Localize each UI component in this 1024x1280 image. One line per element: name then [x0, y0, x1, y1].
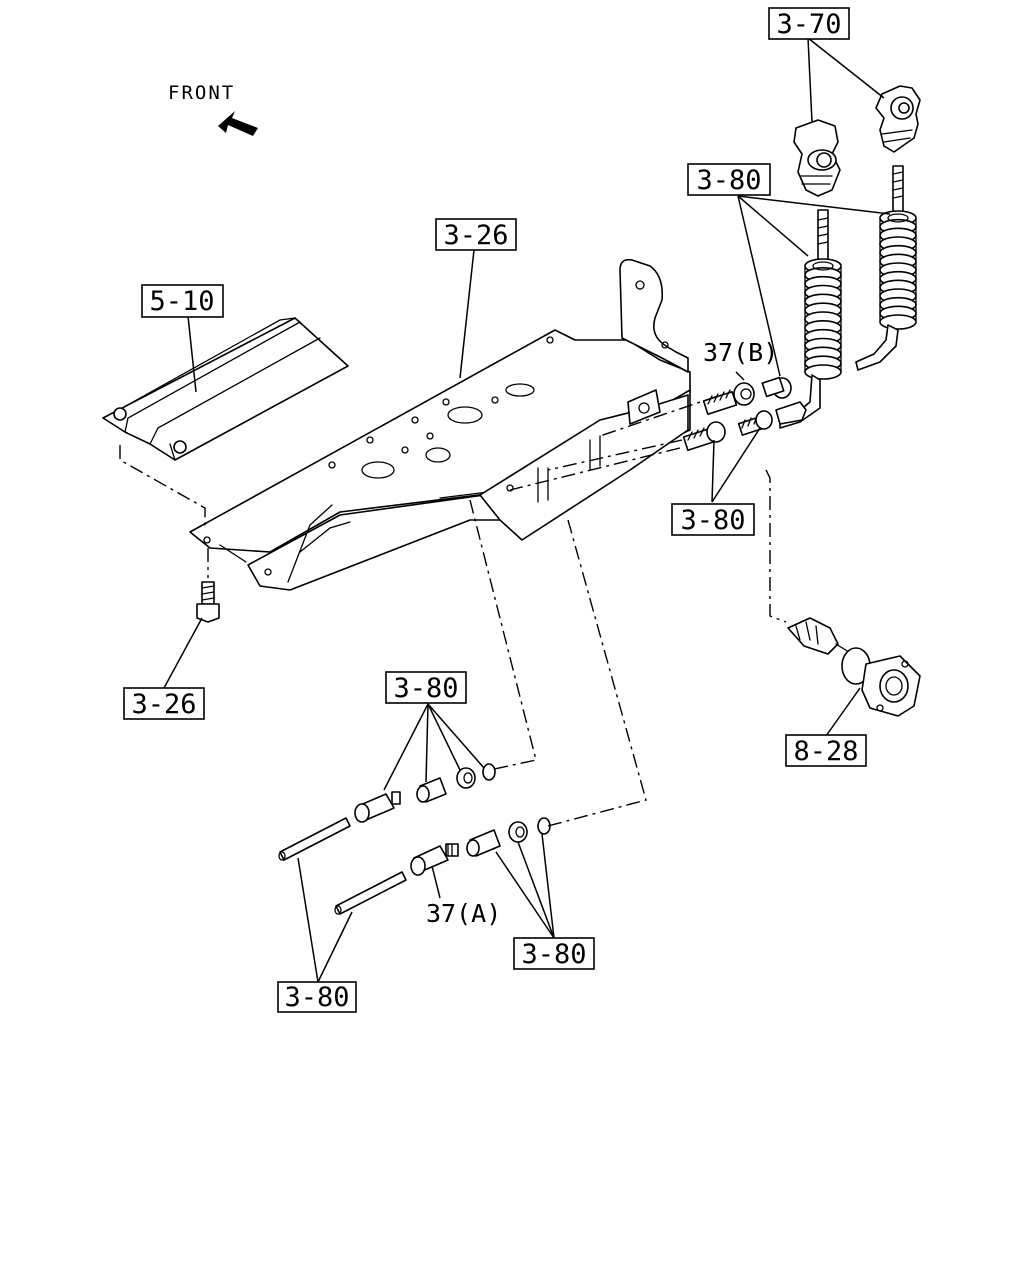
- part-label-37a: 37(A): [426, 899, 501, 928]
- front-label: FRONT: [168, 82, 235, 104]
- leader-lines: [163, 37, 891, 983]
- fitting-lower-set-b: [466, 817, 551, 857]
- pipe-lower: [334, 871, 407, 915]
- callout-8-28-text: 8-28: [793, 736, 858, 767]
- callout-3-26-top: 3-26: [435, 218, 517, 251]
- cover-channel: [102, 317, 349, 461]
- coiled-hose-left: [779, 209, 842, 429]
- bolt: [196, 581, 220, 623]
- callout-3-70: 3-70: [768, 7, 850, 40]
- callout-3-80-lower-a: 3-80: [385, 671, 467, 704]
- phantom-lines: [119, 395, 787, 827]
- callout-3-80-lower-b-text: 3-80: [521, 939, 586, 970]
- callout-3-70-text: 3-70: [776, 9, 841, 40]
- callout-3-26-top-text: 3-26: [443, 220, 508, 251]
- fitting-upper-small: [761, 376, 792, 399]
- callout-3-80-bottom: 3-80: [277, 981, 357, 1013]
- callout-3-26-bolt-text: 3-26: [131, 689, 196, 720]
- callout-8-28: 8-28: [785, 734, 867, 767]
- fitting-mid-pair: [682, 401, 807, 452]
- callout-5-10-text: 5-10: [149, 286, 214, 317]
- frame-bracket: [189, 258, 691, 591]
- pipe-upper: [278, 817, 351, 861]
- callout-3-80-mid: 3-80: [671, 503, 755, 536]
- gladhand-left: [793, 119, 841, 197]
- part-37a-text: 37(A): [426, 899, 501, 928]
- callout-3-80-lower-a-text: 3-80: [393, 673, 458, 704]
- part-label-37b: 37(B): [703, 338, 778, 367]
- callout-3-80-mid-text: 3-80: [680, 505, 745, 536]
- fitting-37a: [410, 843, 459, 876]
- electrical-socket: [787, 617, 921, 717]
- callout-5-10: 5-10: [141, 284, 224, 318]
- part-37b-text: 37(B): [703, 338, 778, 367]
- callout-3-26-bolt: 3-26: [123, 687, 205, 720]
- callout-3-80-top-text: 3-80: [696, 165, 761, 196]
- coiled-hose-right: [855, 165, 917, 371]
- fitting-lower-set-a: [354, 763, 496, 823]
- callout-3-80-top: 3-80: [687, 163, 771, 196]
- front-arrow-icon: [218, 111, 258, 136]
- callout-3-80-lower-b: 3-80: [513, 937, 595, 970]
- gladhand-right: [875, 85, 921, 153]
- callout-3-80-bottom-text: 3-80: [284, 982, 349, 1013]
